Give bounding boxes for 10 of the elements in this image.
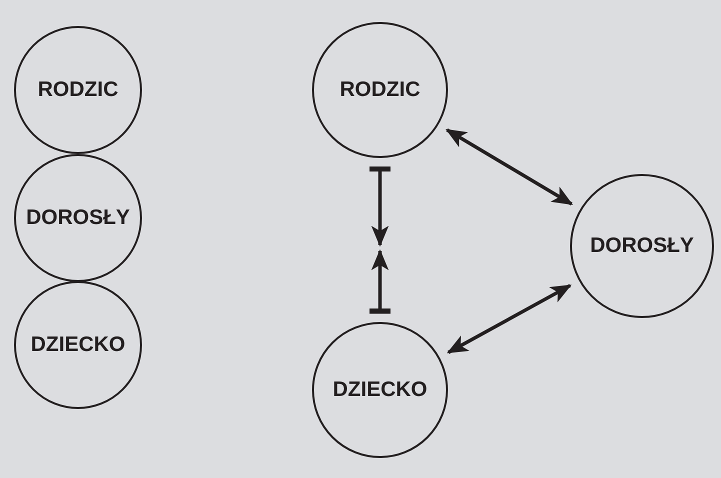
arrow <box>446 284 572 354</box>
node-label: DOROSŁY <box>590 233 694 260</box>
node-label: DZIECKO <box>332 377 428 404</box>
arrow <box>446 128 574 206</box>
node-label: RODZIC <box>340 77 420 104</box>
node-label: RODZIC <box>38 77 118 104</box>
arrow <box>370 166 390 247</box>
node-label: DZIECKO <box>30 332 126 358</box>
node-label: DOROSŁY <box>26 205 130 232</box>
arrow <box>370 249 390 314</box>
